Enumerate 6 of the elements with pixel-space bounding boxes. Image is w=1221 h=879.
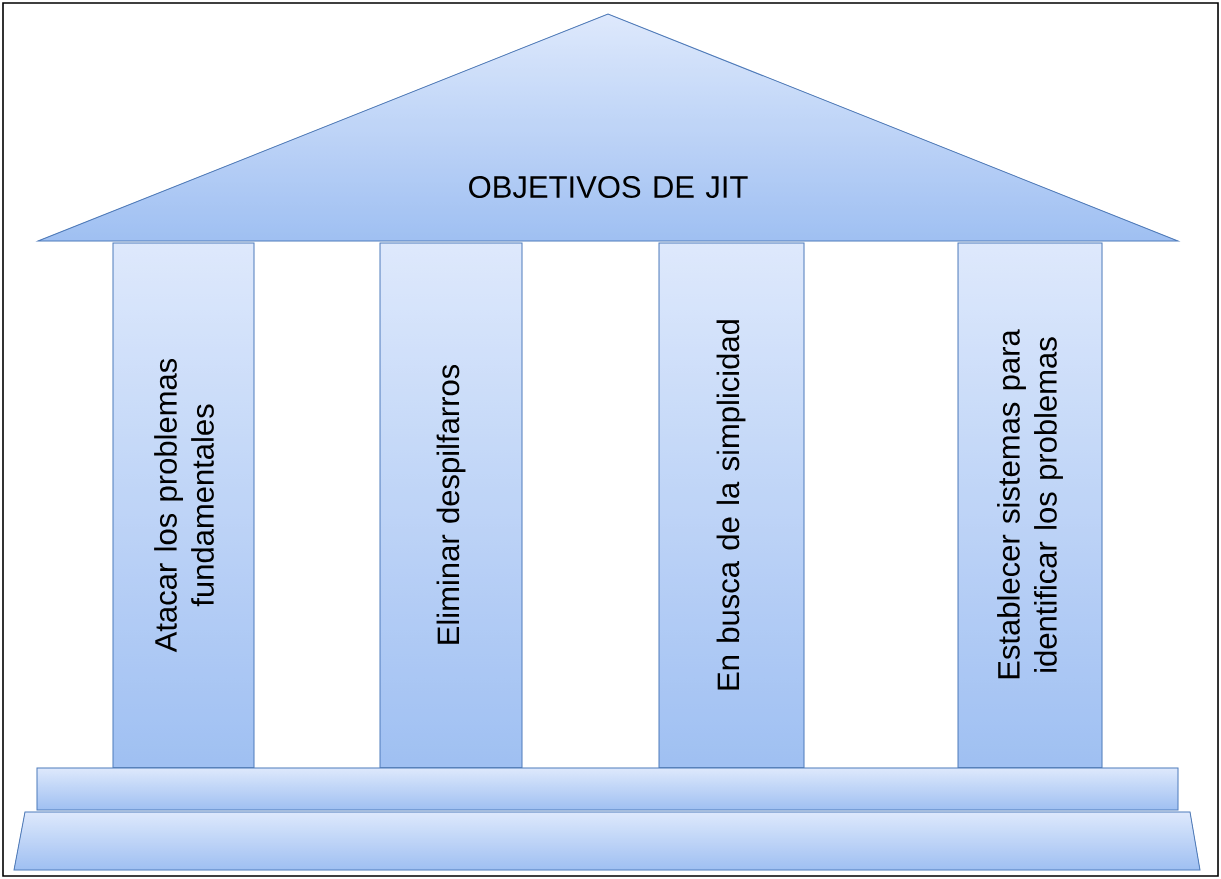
pillar: Establecer sistemas para identificar los problemas: [957, 242, 1103, 769]
pillar: En busca de la simplicidad: [658, 242, 805, 769]
base-step: [36, 767, 1179, 811]
pillar: Atacar los problemas fundamentales: [112, 242, 255, 769]
base-step: [13, 811, 1201, 871]
pillar: Eliminar despilfarros: [379, 242, 523, 769]
